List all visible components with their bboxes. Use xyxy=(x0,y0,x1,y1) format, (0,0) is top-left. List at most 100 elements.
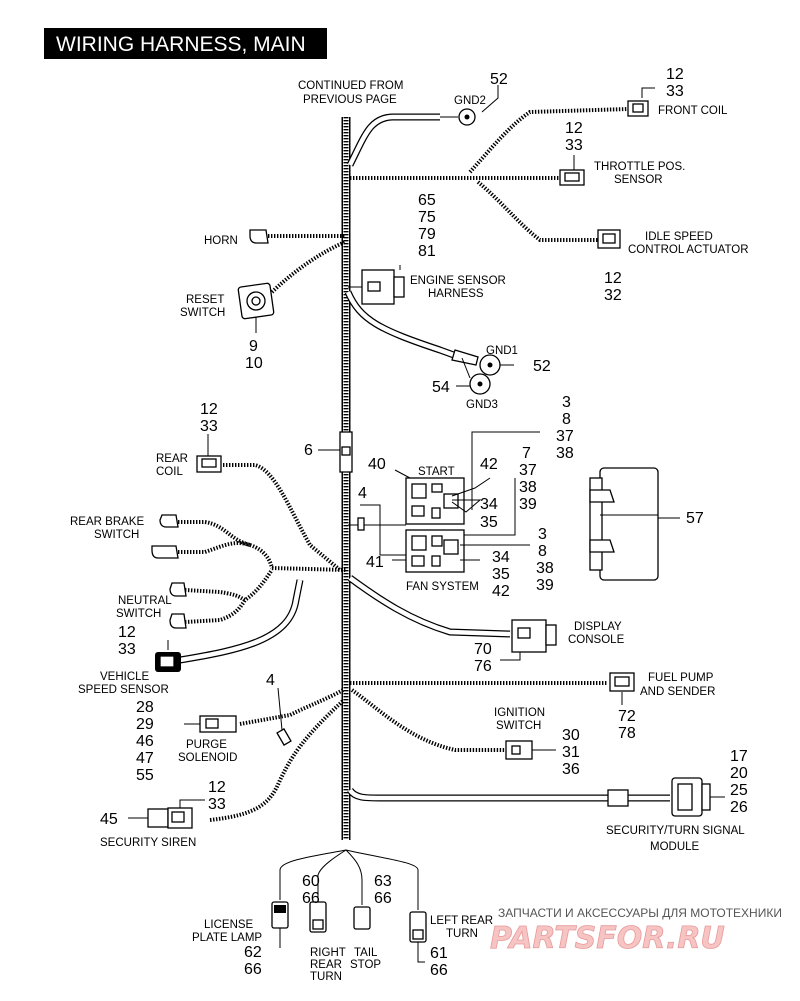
gnd2-label: GND2 xyxy=(454,95,486,107)
fan-right-callout-1: 3 xyxy=(538,526,547,543)
throttle-callout-2: 33 xyxy=(565,137,583,154)
start-top-callout-1: 3 xyxy=(562,394,571,411)
fan-far-callout-2: 39 xyxy=(536,577,554,594)
rear-coil-label-2: COIL xyxy=(156,466,183,478)
security-siren-label: SECURITY SIREN xyxy=(100,837,196,849)
rear-coil-connector xyxy=(196,455,222,473)
security-module-label-2: MODULE xyxy=(650,841,700,853)
fan-low-callout-2: 35 xyxy=(492,566,510,583)
front-coil-callout-1: 12 xyxy=(666,66,684,83)
continued-from-label-1: CONTINUED FROM xyxy=(298,80,403,92)
gnd3-label: GND3 xyxy=(466,399,498,411)
tail-callout-1: 63 xyxy=(374,873,392,890)
right-rear-turn-lamp xyxy=(309,901,327,933)
header-bar xyxy=(44,28,327,59)
start-top-callout-4: 38 xyxy=(556,445,574,462)
ignition-callout-2: 31 xyxy=(562,744,580,761)
throttle-callout-1: 12 xyxy=(565,120,583,137)
engine-callout-2: 75 xyxy=(418,209,436,226)
inline-connector-6 xyxy=(339,431,353,473)
gnd2-callout: 52 xyxy=(490,71,508,88)
fan-system-relay xyxy=(405,529,465,573)
rear-brake-label-1: REAR BRAKE xyxy=(70,516,144,528)
start-right-callout-2: 37 xyxy=(519,462,537,479)
purge-label-2: SOLENOID xyxy=(178,752,237,764)
connector-6-callout: 6 xyxy=(304,442,313,459)
right-rear-callout-2: 66 xyxy=(302,890,320,907)
left-rear-label-1: LEFT REAR xyxy=(430,915,493,927)
start-42-callout: 42 xyxy=(480,456,498,473)
left-rear-label-2: TURN xyxy=(446,928,478,940)
engine-callout-4: 81 xyxy=(418,243,436,260)
ignition-label-1: IGNITION xyxy=(494,707,545,719)
security-callout-2: 20 xyxy=(730,765,748,782)
right-rear-label-3: TURN xyxy=(310,971,342,983)
license-plate-lamp xyxy=(271,901,289,929)
page-title: WIRING HARNESS, MAIN xyxy=(56,33,306,56)
fuel-pump-connector xyxy=(609,672,635,692)
tail-stop-lamp xyxy=(353,906,371,930)
neutral-switch-terminals xyxy=(169,582,187,629)
vss-label-2: SPEED SENSOR xyxy=(78,684,169,696)
fuel-callout-2: 78 xyxy=(618,725,636,742)
license-label-2: PLATE LAMP xyxy=(192,932,262,944)
start-relay-callout: 40 xyxy=(368,456,386,473)
rear-brake-label-2: SWITCH xyxy=(94,529,139,541)
engine-sensor-connector xyxy=(361,269,405,305)
siren-callout: 45 xyxy=(100,811,118,828)
purge-callout-2: 29 xyxy=(136,716,154,733)
right-rear-label-2: REAR xyxy=(310,959,342,971)
start-right-callout-3: 38 xyxy=(519,479,537,496)
tail-stop-label-1: TAIL xyxy=(354,947,378,959)
throttle-sensor-connector xyxy=(559,169,585,186)
left-rear-callout-2: 66 xyxy=(430,962,448,979)
idle-callout-2: 32 xyxy=(604,287,622,304)
fuel-pump-label-1: FUEL PUMP xyxy=(648,672,714,684)
right-rear-label-1: RIGHT xyxy=(310,947,346,959)
engine-callout-1: 65 xyxy=(418,192,436,209)
rear-coil-callout-1: 12 xyxy=(200,401,218,418)
security-module-label-1: SECURITY/TURN SIGNAL xyxy=(606,825,745,837)
security-callout-1: 17 xyxy=(730,748,748,765)
siren-top-callout-2: 33 xyxy=(208,796,226,813)
clip-4a-icon xyxy=(357,517,365,531)
start-top-callout-3: 37 xyxy=(556,428,574,445)
security-callout-4: 26 xyxy=(730,799,748,816)
gnd2-terminal xyxy=(440,108,476,126)
start-label: START xyxy=(418,466,455,478)
start-mid-callout-1: 34 xyxy=(480,496,498,513)
front-coil-label: FRONT COIL xyxy=(658,105,728,117)
front-coil-callout-2: 33 xyxy=(666,83,684,100)
vss-callout-2: 33 xyxy=(118,641,136,658)
security-turn-signal-module xyxy=(607,777,711,817)
start-right-callout-4: 39 xyxy=(519,496,537,513)
relay-lead-2 xyxy=(379,525,406,556)
license-label-1: LICENSE xyxy=(204,919,254,931)
idle-speed-connector xyxy=(597,229,621,249)
ignition-callout-3: 36 xyxy=(562,761,580,778)
start-right-callout-1: 7 xyxy=(522,445,531,462)
purge-solenoid-connector xyxy=(184,715,237,733)
display-callout-1: 70 xyxy=(474,641,492,658)
module-57-callout: 57 xyxy=(686,510,704,527)
fuel-callout-1: 72 xyxy=(618,708,636,725)
throttle-label-2: SENSOR xyxy=(614,174,663,186)
reset-callout-1: 9 xyxy=(249,338,258,355)
start-relay xyxy=(405,477,465,525)
display-callout-2: 76 xyxy=(474,658,492,675)
start-mid-callout-2: 35 xyxy=(480,514,498,531)
horn-connector xyxy=(249,229,269,244)
display-console-connector xyxy=(511,619,557,653)
ignition-callout-1: 30 xyxy=(562,727,580,744)
vss-label-1: VEHICLE xyxy=(100,671,150,683)
tail-callout-2: 66 xyxy=(374,890,392,907)
idle-speed-label-1: IDLE SPEED xyxy=(645,231,713,243)
vss-callout-1: 12 xyxy=(118,624,136,641)
fan-far-callout-1: 38 xyxy=(536,560,554,577)
ignition-label-2: SWITCH xyxy=(496,720,541,732)
fan-low-callout-1: 34 xyxy=(492,549,510,566)
horn-label: HORN xyxy=(204,235,238,247)
purge-callout-1: 28 xyxy=(136,699,154,716)
engine-sensor-label-1: ENGINE SENSOR xyxy=(410,275,506,287)
right-rear-callout-1: 60 xyxy=(302,873,320,890)
